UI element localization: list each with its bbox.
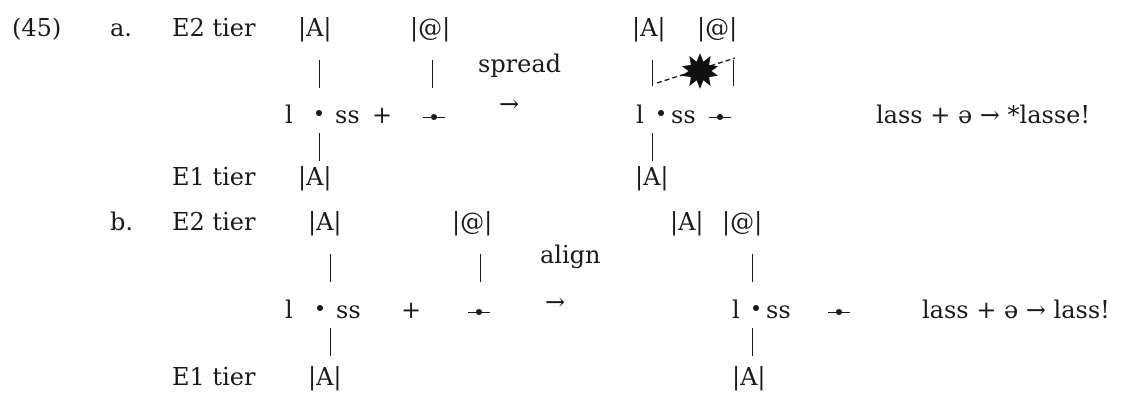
starburst-icon <box>681 53 719 89</box>
association-line <box>752 254 753 282</box>
e1-element-a: |A| <box>635 163 669 191</box>
e2-element-a: |A| <box>308 208 342 236</box>
operation-label: align <box>540 241 601 269</box>
syllable-dot <box>316 110 322 116</box>
example-b-letter: b. <box>110 208 133 236</box>
association-line <box>480 254 481 282</box>
example-a-e2-tier-label: E2 tier <box>172 14 256 42</box>
segment-l: l <box>285 101 293 129</box>
derivation-arrow: → <box>499 90 520 118</box>
segment-ss: ss <box>766 296 791 324</box>
derivation-arrow: → <box>545 288 566 316</box>
e2-element-schwa: |@| <box>410 14 451 42</box>
example-number: (45) <box>12 14 62 42</box>
e2-element-a: |A| <box>670 208 704 236</box>
e2-element-schwa: |@| <box>452 208 493 236</box>
example-a-e1-tier-label: E1 tier <box>172 163 256 191</box>
e2-element-a: |A| <box>632 14 666 42</box>
syllable-dot <box>317 305 323 311</box>
example-b-result: lass + ə → lass! <box>922 296 1110 324</box>
segment-ss: ss <box>671 101 696 129</box>
e1-element-a: |A| <box>298 163 332 191</box>
operation-label: spread <box>478 50 562 78</box>
e2-element-schwa: |@| <box>722 208 763 236</box>
e2-element-schwa: |@| <box>697 14 738 42</box>
association-line <box>733 60 734 86</box>
association-line <box>432 60 433 88</box>
segment-l: l <box>732 296 740 324</box>
syllable-dot <box>658 110 664 116</box>
association-line <box>752 328 753 356</box>
association-line <box>319 60 320 88</box>
e1-element-a: |A| <box>308 363 342 391</box>
example-b-e1-tier-label: E1 tier <box>172 363 256 391</box>
e2-element-a: |A| <box>298 14 332 42</box>
association-line <box>319 133 320 161</box>
example-a-result: lass + ə → *lasse! <box>876 101 1091 129</box>
segment-l: l <box>285 296 293 324</box>
plus-sign: + <box>401 296 422 324</box>
association-line <box>652 133 653 161</box>
e1-element-a: |A| <box>732 363 766 391</box>
example-a-letter: a. <box>110 14 132 42</box>
segment-l: l <box>636 101 644 129</box>
association-line <box>330 254 331 282</box>
association-line <box>652 60 653 86</box>
segment-ss: ss <box>335 101 360 129</box>
example-b-e2-tier-label: E2 tier <box>172 208 256 236</box>
association-line <box>330 328 331 356</box>
plus-sign: + <box>372 101 393 129</box>
segment-ss: ss <box>336 296 361 324</box>
syllable-dot <box>753 305 759 311</box>
